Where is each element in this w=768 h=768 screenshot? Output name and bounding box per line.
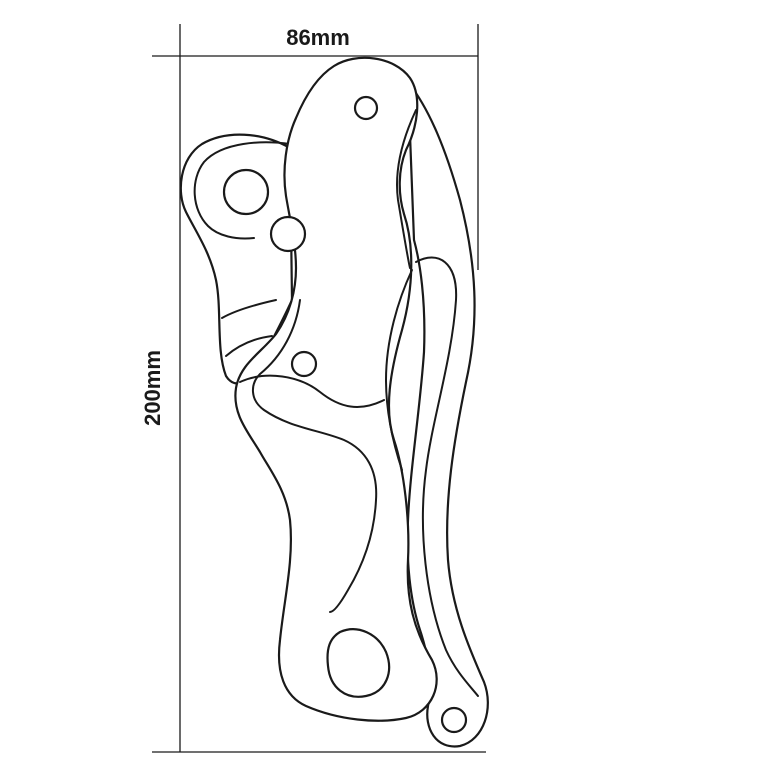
body-upper-ridge (395, 109, 417, 269)
cam-lobe-inner (193, 141, 291, 240)
cam-lower-rib (225, 335, 273, 357)
width-dimension-label: 86mm (286, 25, 350, 50)
body-side-ridge (385, 269, 413, 471)
body-wave (239, 374, 385, 408)
dimension-lines (152, 24, 486, 753)
cam-pivot-hole (222, 168, 270, 216)
lever-end-hole (440, 706, 468, 734)
body-recess (252, 299, 378, 613)
main-body (234, 56, 438, 722)
lever-inner-edge (415, 256, 479, 697)
cam-notch (221, 299, 277, 319)
mid-rivet-hole (290, 350, 318, 378)
handle-slot-hole (326, 628, 391, 698)
belay-device-outline (179, 56, 489, 748)
height-dimension-label: 200mm (140, 350, 165, 426)
cam-bumper (269, 215, 307, 253)
top-rivet-hole (353, 95, 379, 121)
